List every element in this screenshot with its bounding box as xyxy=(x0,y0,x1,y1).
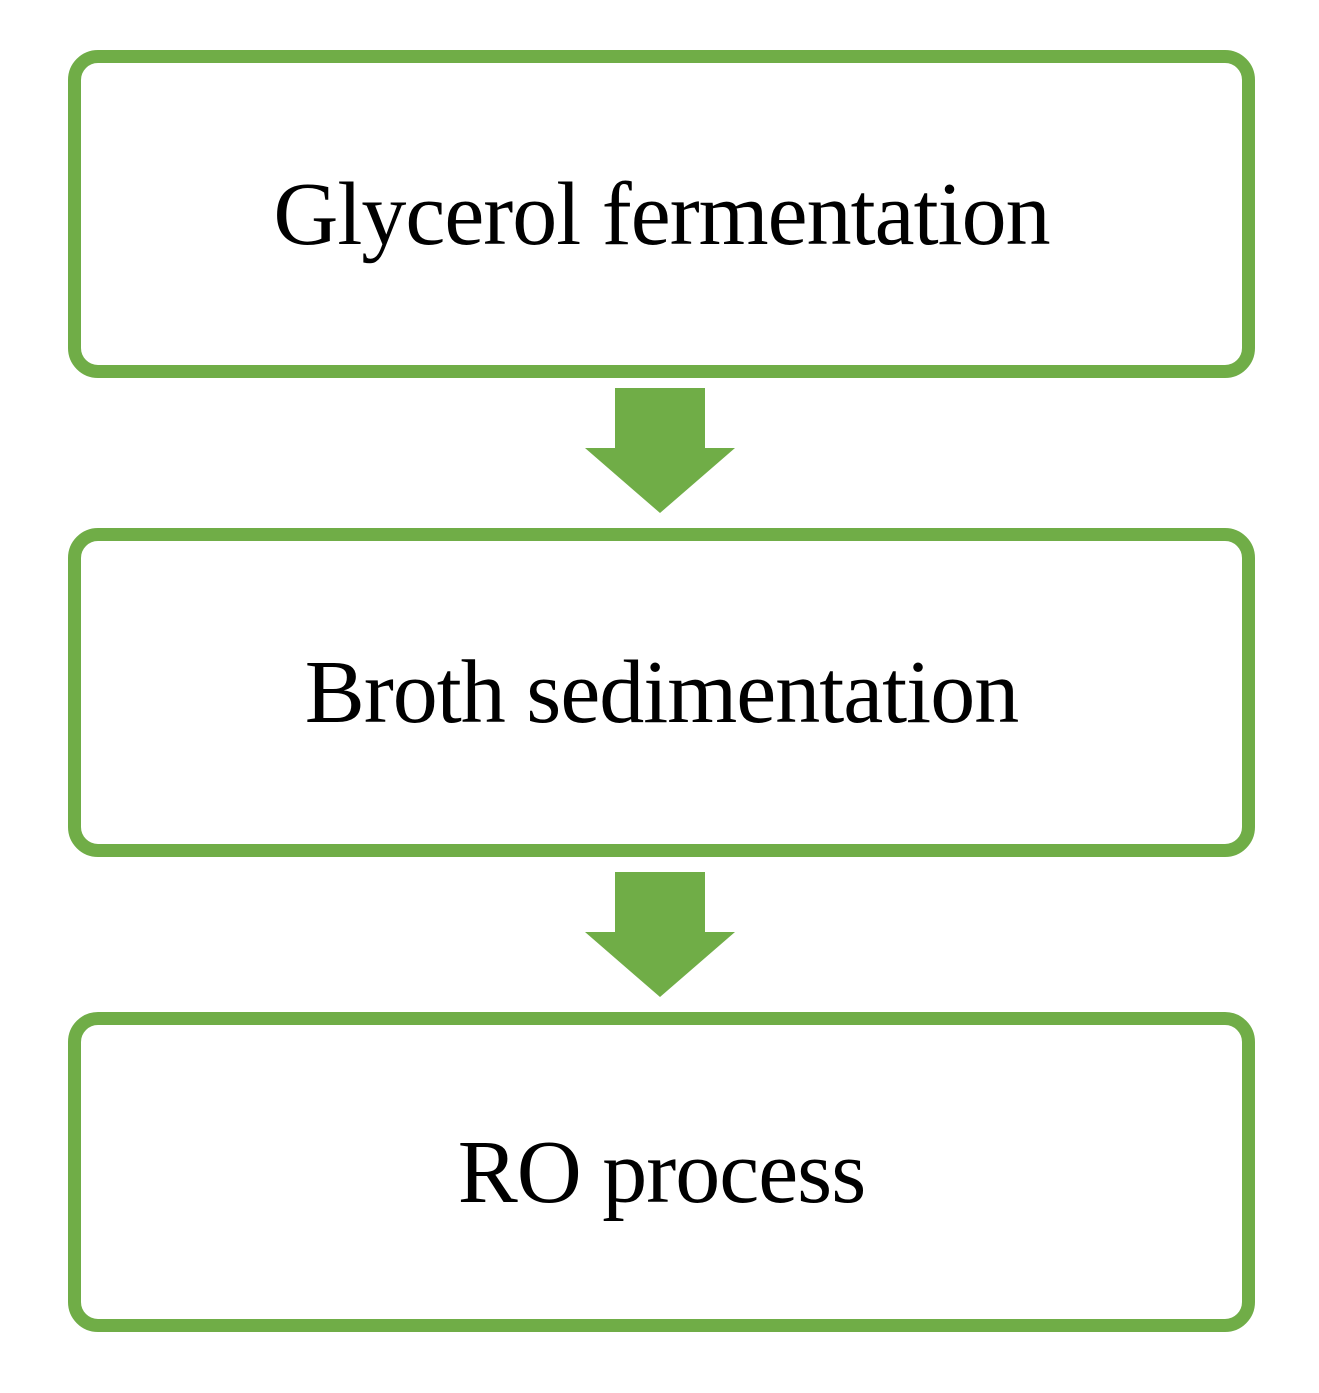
node-label: Broth sedimentation xyxy=(304,643,1019,742)
node-broth-sedimentation: Broth sedimentation xyxy=(68,528,1255,857)
down-arrow-icon xyxy=(585,872,735,997)
node-label: RO process xyxy=(457,1122,866,1222)
down-arrow-icon xyxy=(585,388,735,513)
node-ro-process: RO process xyxy=(68,1012,1255,1332)
node-glycerol-fermentation: Glycerol fermentation xyxy=(68,50,1255,378)
node-label: Glycerol fermentation xyxy=(273,164,1050,264)
